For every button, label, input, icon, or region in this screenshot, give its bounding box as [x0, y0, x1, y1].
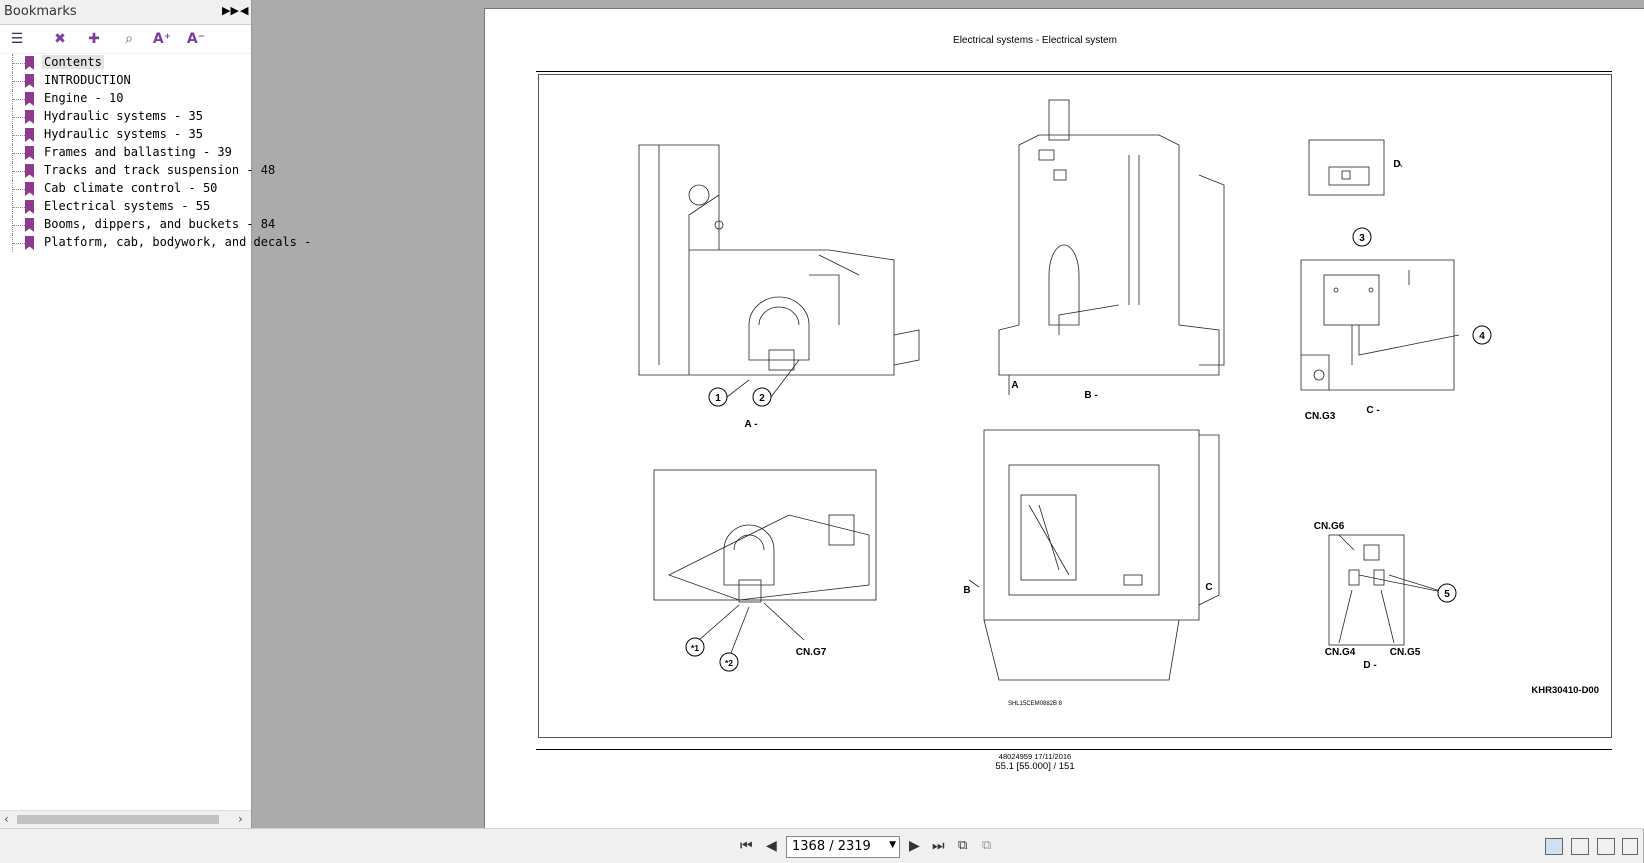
bookmark-icon	[25, 128, 34, 142]
increase-font-icon[interactable]: A⁺	[152, 31, 172, 47]
scroll-right-icon[interactable]: ›	[238, 812, 243, 826]
bookmark-item-booms[interactable]: Booms, dippers, and buckets - 84	[0, 216, 275, 234]
view-b-drawing	[998, 99, 1225, 395]
document-page: Electrical systems - Electrical system	[484, 8, 1644, 830]
bookmark-icon	[25, 92, 34, 106]
footer-reference: 48024959 17/11/2016	[998, 752, 1072, 761]
next-page-icon[interactable]: ▶	[909, 838, 920, 854]
bookmark-item-introduction[interactable]: INTRODUCTION	[0, 72, 251, 90]
page-header: Electrical systems - Electrical system	[953, 35, 1117, 46]
callout-star-2: *2	[725, 658, 733, 668]
connector-cn-g6: CN.G6	[1314, 521, 1345, 532]
last-page-icon[interactable]: ⏭	[932, 838, 945, 854]
bookmarks-title: Bookmarks	[4, 4, 77, 19]
bookmark-item-hydraulic-2[interactable]: Hydraulic systems - 35	[0, 126, 251, 144]
bookmark-icon	[25, 200, 34, 214]
callout-circles	[685, 227, 1492, 672]
bookmark-item-cab-climate[interactable]: Cab climate control - 50	[0, 180, 251, 198]
go-forward-icon[interactable]: ⧉	[982, 838, 992, 853]
drawing-code: KHR30410-D00	[1531, 685, 1599, 696]
view-d-lower-drawing	[1328, 534, 1448, 646]
marker-a: A	[1011, 380, 1018, 391]
bookmark-item-platform[interactable]: Platform, cab, bodywork, and decals -	[0, 234, 311, 252]
connector-cn-g7: CN.G7	[796, 647, 827, 658]
electrical-diagram: 1 2 3 4 5 *1 *2 A - B - C - D - A B C D …	[538, 74, 1612, 738]
marker-b: B	[963, 585, 970, 596]
first-page-icon[interactable]: ⏮	[740, 838, 753, 854]
scrollbar-thumb[interactable]	[17, 815, 219, 824]
continuous-view-icon[interactable]	[1571, 838, 1589, 855]
view-a-drawing	[638, 144, 920, 398]
bookmark-icon	[25, 182, 34, 196]
view-d-top	[1308, 139, 1403, 196]
view-label-b: B -	[1084, 390, 1097, 401]
bookmark-item-frames[interactable]: Frames and ballasting - 39	[0, 144, 251, 162]
connector-cn-g4: CN.G4	[1325, 647, 1356, 658]
bookmark-item-hydraulic-1[interactable]: Hydraulic systems - 35	[0, 108, 251, 126]
single-page-view-icon[interactable]	[1545, 838, 1563, 855]
view-label-d: D -	[1363, 660, 1376, 671]
footer-rule	[536, 749, 1612, 750]
connector-cn-g3: CN.G3	[1305, 411, 1336, 422]
bookmark-icon	[25, 74, 34, 88]
scroll-left-icon[interactable]: ‹	[4, 812, 9, 826]
bookmark-list: Contents INTRODUCTION Engine - 10 Hydrau…	[0, 54, 311, 252]
page-number-input[interactable]: 1368 / 2319 ▼	[786, 836, 900, 858]
decrease-font-icon[interactable]: A⁻	[186, 31, 206, 47]
bookmark-icon	[25, 146, 34, 160]
view-label-a: A -	[745, 419, 758, 430]
callout-2: 2	[759, 393, 765, 404]
facing-view-icon[interactable]	[1597, 838, 1615, 855]
bookmark-options-icon[interactable]: ☰	[10, 31, 24, 47]
footer-page-number: 55.1 [55.000] / 151	[995, 761, 1075, 772]
callout-1: 1	[715, 393, 721, 404]
bookmark-icon	[25, 218, 34, 232]
page-number-value: 1368 / 2319	[792, 839, 871, 854]
collapse-panel-icon[interactable]: ◀	[240, 4, 249, 17]
callout-3: 3	[1359, 233, 1365, 244]
view-b-lower-drawing	[968, 429, 1220, 681]
callout-star-1: *1	[691, 643, 699, 653]
continuous-facing-view-icon[interactable]	[1622, 838, 1638, 855]
go-back-icon[interactable]: ⧉	[958, 838, 968, 853]
find-bookmark-icon[interactable]: ⌕	[125, 31, 133, 47]
marker-d: D	[1393, 159, 1400, 170]
bookmarks-header: Bookmarks ▶▶ ◀	[0, 0, 251, 25]
bookmark-item-engine[interactable]: Engine - 10	[0, 90, 251, 108]
header-rule	[536, 71, 1612, 72]
bookmark-icon	[25, 164, 34, 178]
callout-4: 4	[1479, 331, 1485, 342]
previous-page-icon[interactable]: ◀	[766, 838, 777, 854]
marker-c: C	[1205, 582, 1212, 593]
footer-code: SHL15CEM0882B 8	[1007, 701, 1063, 707]
bookmarks-panel: Bookmarks ▶▶ ◀ ☰ ✖ ✚ ⌕ A⁺ A⁻ Contents IN…	[0, 0, 311, 862]
chevron-down-icon[interactable]: ▼	[889, 840, 896, 850]
bookmark-icon	[25, 56, 34, 70]
add-bookmark-icon[interactable]: ✚	[88, 31, 100, 47]
bookmark-item-electrical[interactable]: Electrical systems - 55	[0, 198, 251, 216]
bookmark-icon	[25, 110, 34, 124]
horizontal-scrollbar[interactable]: ‹ ›	[0, 810, 251, 828]
bookmarks-toolbar: ☰ ✖ ✚ ⌕ A⁺ A⁻	[0, 25, 251, 54]
delete-bookmark-icon[interactable]: ✖	[54, 31, 66, 47]
bookmark-item-contents[interactable]: Contents	[0, 54, 251, 72]
view-c-drawing	[1300, 259, 1460, 391]
callout-5: 5	[1444, 589, 1450, 600]
view-label-c: C -	[1366, 405, 1379, 416]
bookmark-icon	[25, 236, 34, 250]
connector-cn-g5: CN.G5	[1390, 647, 1421, 658]
bookmark-item-tracks[interactable]: Tracks and track suspension - 48	[0, 162, 275, 180]
expand-panel-icon[interactable]: ▶▶	[222, 4, 239, 17]
detail-view-drawing	[653, 469, 877, 654]
navigation-toolbar: ⏮ ◀ 1368 / 2319 ▼ ▶ ⏭ ⧉ ⧉	[0, 828, 1643, 863]
